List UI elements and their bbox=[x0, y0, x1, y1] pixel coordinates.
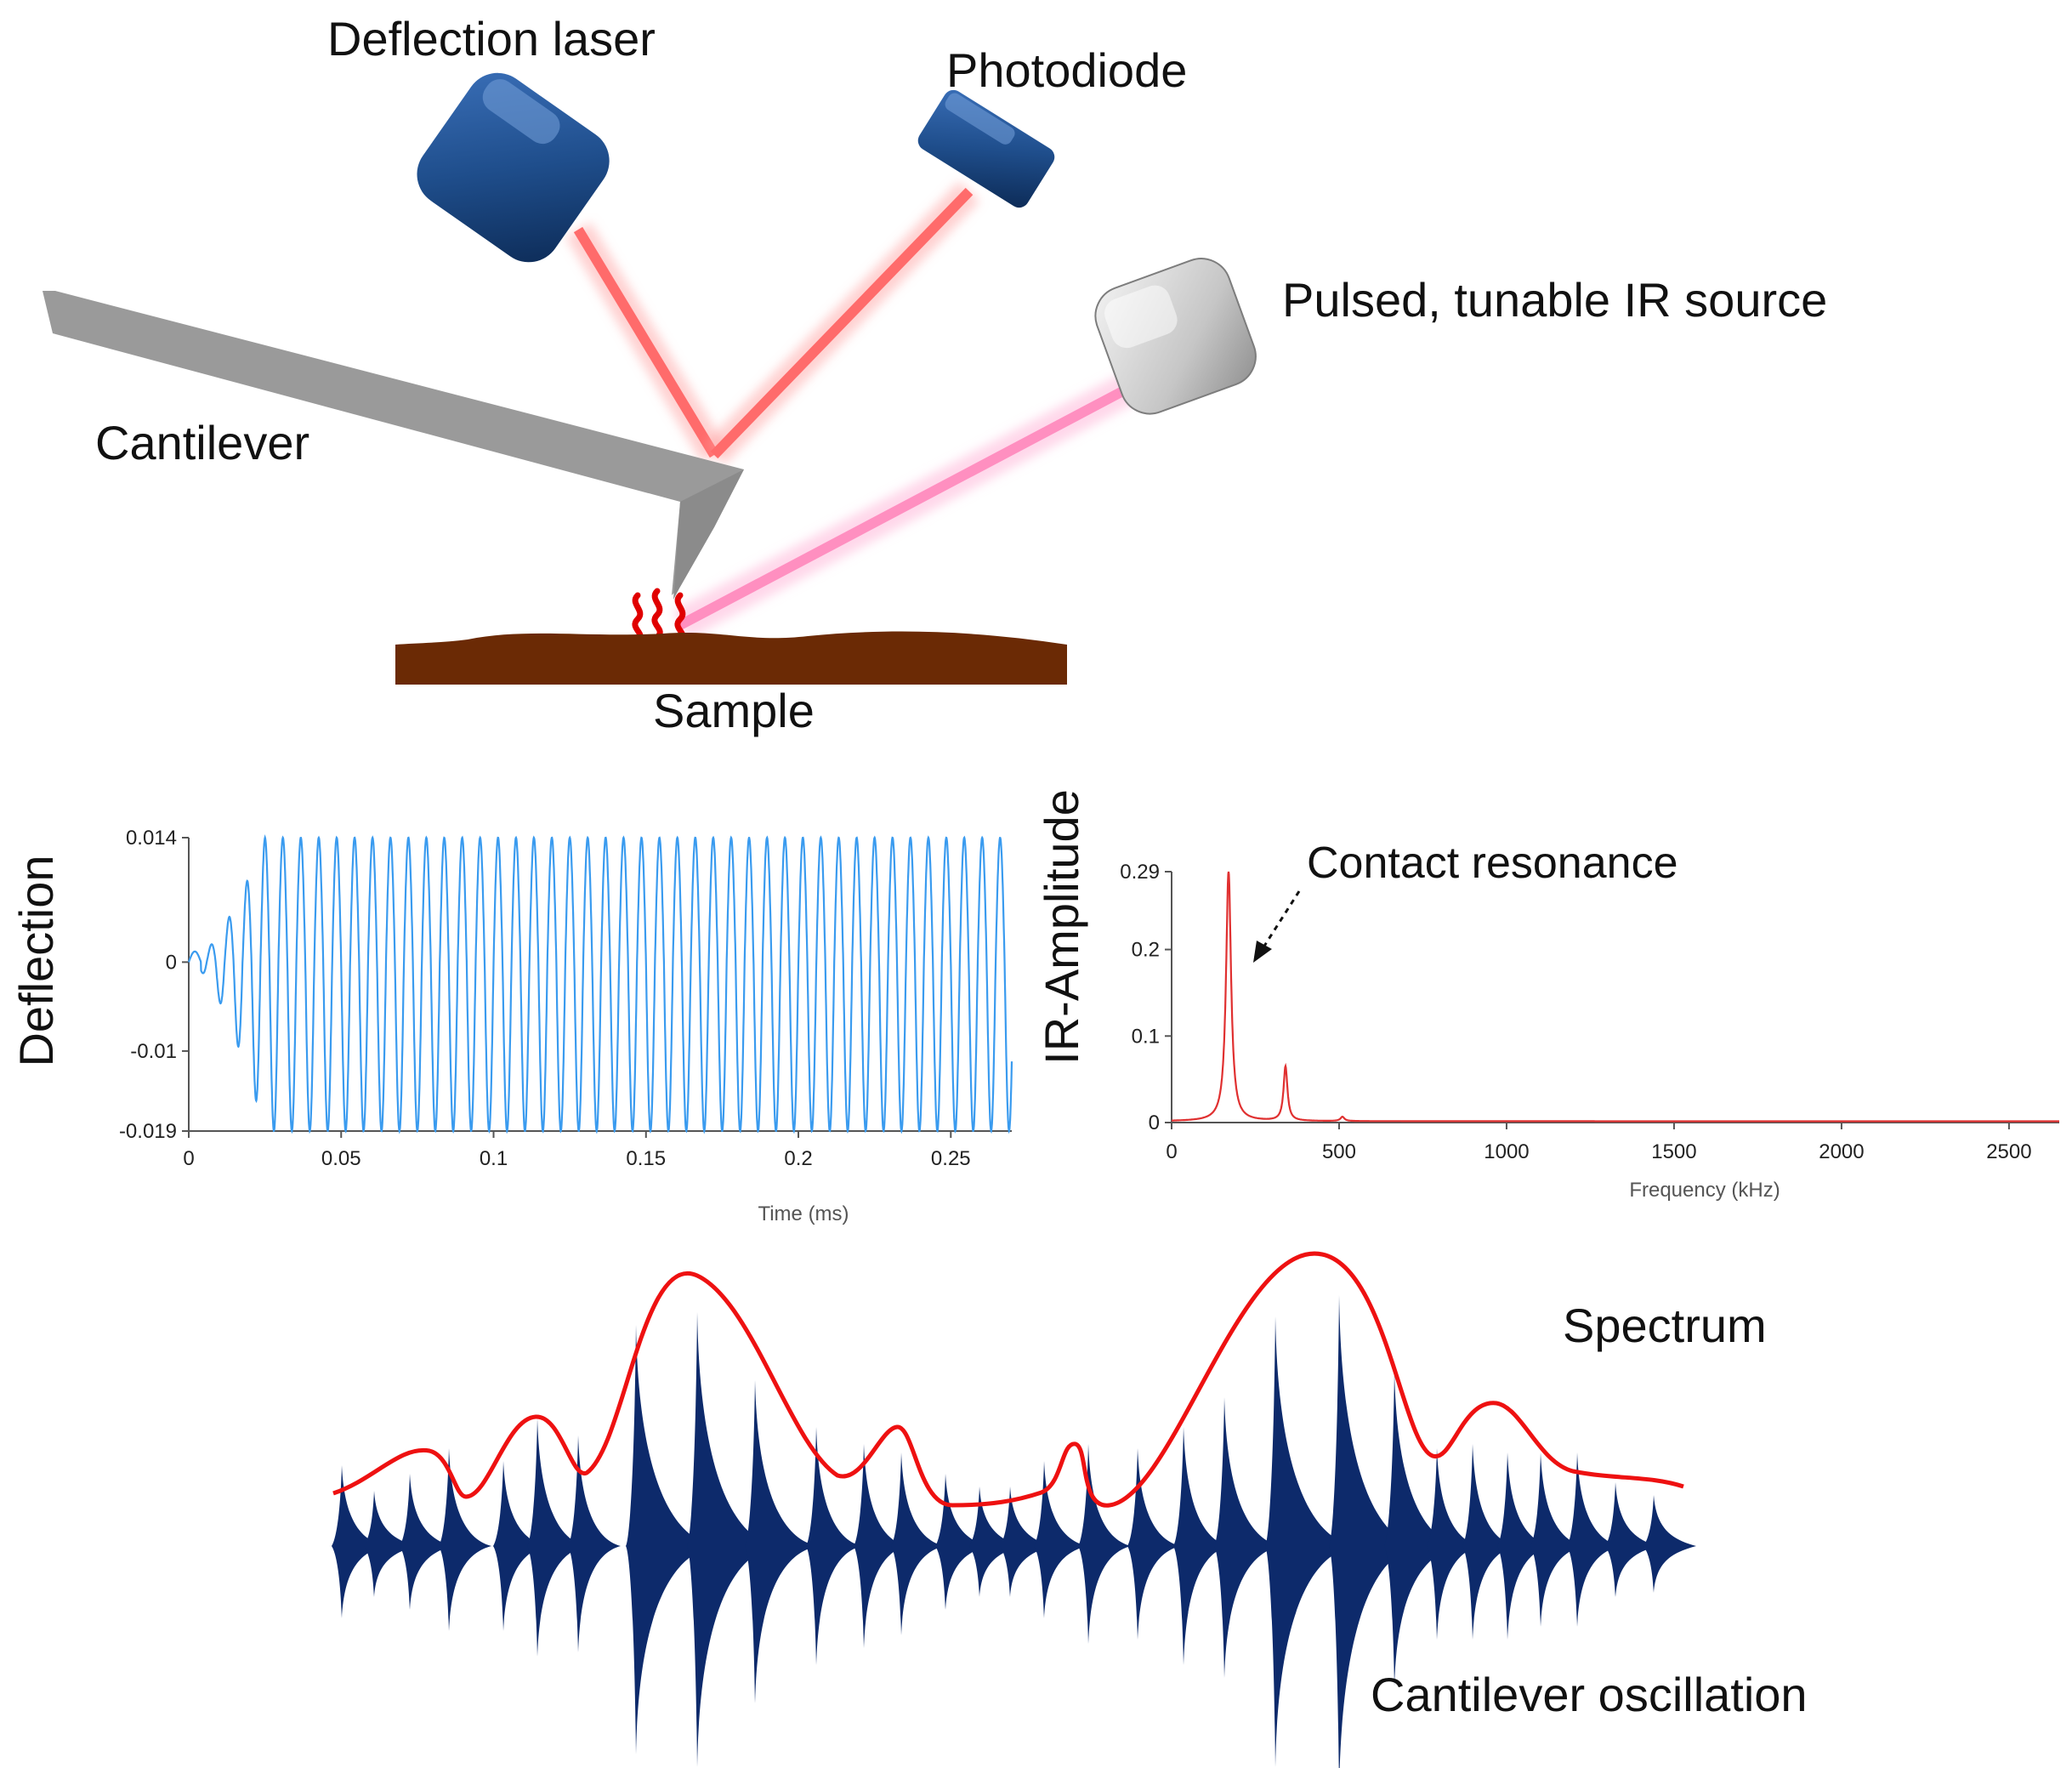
y-tick-label: 0.2 bbox=[1132, 939, 1160, 962]
oscillation-pulse bbox=[1000, 1487, 1053, 1597]
oscillation-pulse bbox=[626, 1325, 717, 1754]
y-tick-label: 0 bbox=[166, 951, 177, 974]
oscillation-pulse bbox=[687, 1312, 778, 1767]
oscillation-pulse bbox=[1605, 1482, 1658, 1597]
oscillation-pulse bbox=[439, 1448, 491, 1631]
x-tick-label: 0.05 bbox=[321, 1147, 361, 1170]
x-tick-label: 0 bbox=[183, 1147, 194, 1170]
ir-amplitude-plot-area: 0 500 1000 1500 2000 2500 0.29 0.2 0.1 0 bbox=[1120, 861, 2059, 1163]
x-tick-label: 1000 bbox=[1484, 1140, 1529, 1163]
oscillation-pulse bbox=[1214, 1397, 1281, 1678]
photodiode-icon bbox=[917, 89, 1055, 208]
oscillation-pulse bbox=[568, 1435, 621, 1652]
oscillation-pulse bbox=[806, 1427, 862, 1665]
x-tick-label: 0 bbox=[1166, 1140, 1177, 1163]
oscillation-pulse bbox=[527, 1418, 586, 1657]
contact-resonance-arrow bbox=[1253, 890, 1301, 963]
oscillation-pulse bbox=[493, 1461, 546, 1631]
spectrum-illustration: Spectrum Cantilever oscillation bbox=[332, 1251, 1808, 1768]
oscillation-pulse bbox=[1173, 1427, 1229, 1665]
y-tick-label: -0.01 bbox=[130, 1040, 177, 1063]
x-tick-label: 0.15 bbox=[626, 1147, 666, 1170]
oscillation-pulse bbox=[854, 1444, 906, 1648]
x-tick-label: 500 bbox=[1322, 1140, 1356, 1163]
spectrum-curve bbox=[332, 1251, 1684, 1508]
y-tick-label: 0.29 bbox=[1120, 861, 1160, 884]
oscillation-pulse bbox=[1127, 1448, 1180, 1640]
spectrum-label: Spectrum bbox=[1563, 1299, 1767, 1352]
oscillation-pulse bbox=[1530, 1452, 1583, 1627]
oscillation-pulse bbox=[1427, 1448, 1479, 1640]
deflection-laser-label: Deflection laser bbox=[327, 12, 656, 65]
cantilever bbox=[43, 291, 744, 595]
oscillation-pulse bbox=[1643, 1495, 1696, 1593]
time-axis-label: Time (ms) bbox=[758, 1202, 849, 1225]
ir-source-icon bbox=[1094, 258, 1257, 415]
oscillation-pulse bbox=[1265, 1316, 1356, 1767]
contact-resonance-label: Contact resonance bbox=[1307, 839, 1678, 888]
oscillation-pulse bbox=[400, 1474, 452, 1610]
x-tick-label: 2500 bbox=[1986, 1140, 2031, 1163]
oscillation-pulse bbox=[332, 1465, 384, 1618]
oscillation-pulse bbox=[1034, 1461, 1087, 1618]
y-tick-label: -0.019 bbox=[119, 1120, 177, 1143]
y-tick-label: 0.1 bbox=[1132, 1025, 1160, 1048]
laser-beams bbox=[565, 181, 1138, 640]
afm-setup: Deflection laser Photodiode Pulsed, tuna… bbox=[43, 12, 1827, 737]
frequency-axis-label: Frequency (kHz) bbox=[1629, 1179, 1780, 1202]
deflection-chart: 0 0.05 0.1 0.15 0.2 0.25 0.014 0 -0.01 -0.019 Def… bbox=[9, 827, 1013, 1225]
ir-amplitude-axis-label: IR-Amplitude bbox=[1035, 789, 1088, 1065]
oscillation-pulse bbox=[1384, 1372, 1461, 1686]
oscillation-pulse bbox=[1567, 1452, 1620, 1627]
x-tick-label: 0.25 bbox=[931, 1147, 971, 1170]
deflection-axis-label: Deflection bbox=[9, 855, 63, 1066]
x-tick-label: 2000 bbox=[1819, 1140, 1864, 1163]
cantilever-label: Cantilever bbox=[95, 416, 309, 469]
deflection-plot-area: 0 0.05 0.1 0.15 0.2 0.25 0.014 0 -0.01 -0.019 bbox=[119, 827, 1013, 1170]
cantilever-oscillation-label: Cantilever oscillation bbox=[1371, 1668, 1808, 1721]
oscillation-pulse bbox=[969, 1487, 1022, 1597]
sample bbox=[395, 631, 1067, 685]
oscillation-pulse bbox=[891, 1452, 944, 1635]
x-tick-label: 0.2 bbox=[784, 1147, 812, 1170]
x-tick-label: 0.1 bbox=[480, 1147, 508, 1170]
photodiode-label: Photodiode bbox=[946, 43, 1187, 97]
y-tick-label: 0 bbox=[1149, 1111, 1160, 1134]
sample-label: Sample bbox=[653, 684, 815, 737]
oscillation-pulse bbox=[1462, 1444, 1515, 1640]
cantilever-oscillation-trace bbox=[332, 1295, 1696, 1768]
oscillation-pulse bbox=[1329, 1295, 1420, 1768]
deflection-series-line bbox=[187, 834, 1013, 1134]
deflection-laser-icon bbox=[417, 72, 610, 263]
oscillation-pulse bbox=[935, 1474, 988, 1610]
ir-amplitude-chart: 0 500 1000 1500 2000 2500 0.29 0.2 0.1 0 IR-Ampli… bbox=[1035, 789, 2059, 1202]
ir-source-label: Pulsed, tunable IR source bbox=[1282, 273, 1827, 327]
oscillation-pulse bbox=[1497, 1452, 1550, 1640]
x-tick-label: 1500 bbox=[1651, 1140, 1696, 1163]
y-tick-label: 0.014 bbox=[126, 827, 177, 850]
oscillation-pulse bbox=[745, 1380, 819, 1703]
ir-amplitude-series-line bbox=[1172, 871, 2059, 1123]
oscillation-pulse bbox=[364, 1491, 417, 1597]
